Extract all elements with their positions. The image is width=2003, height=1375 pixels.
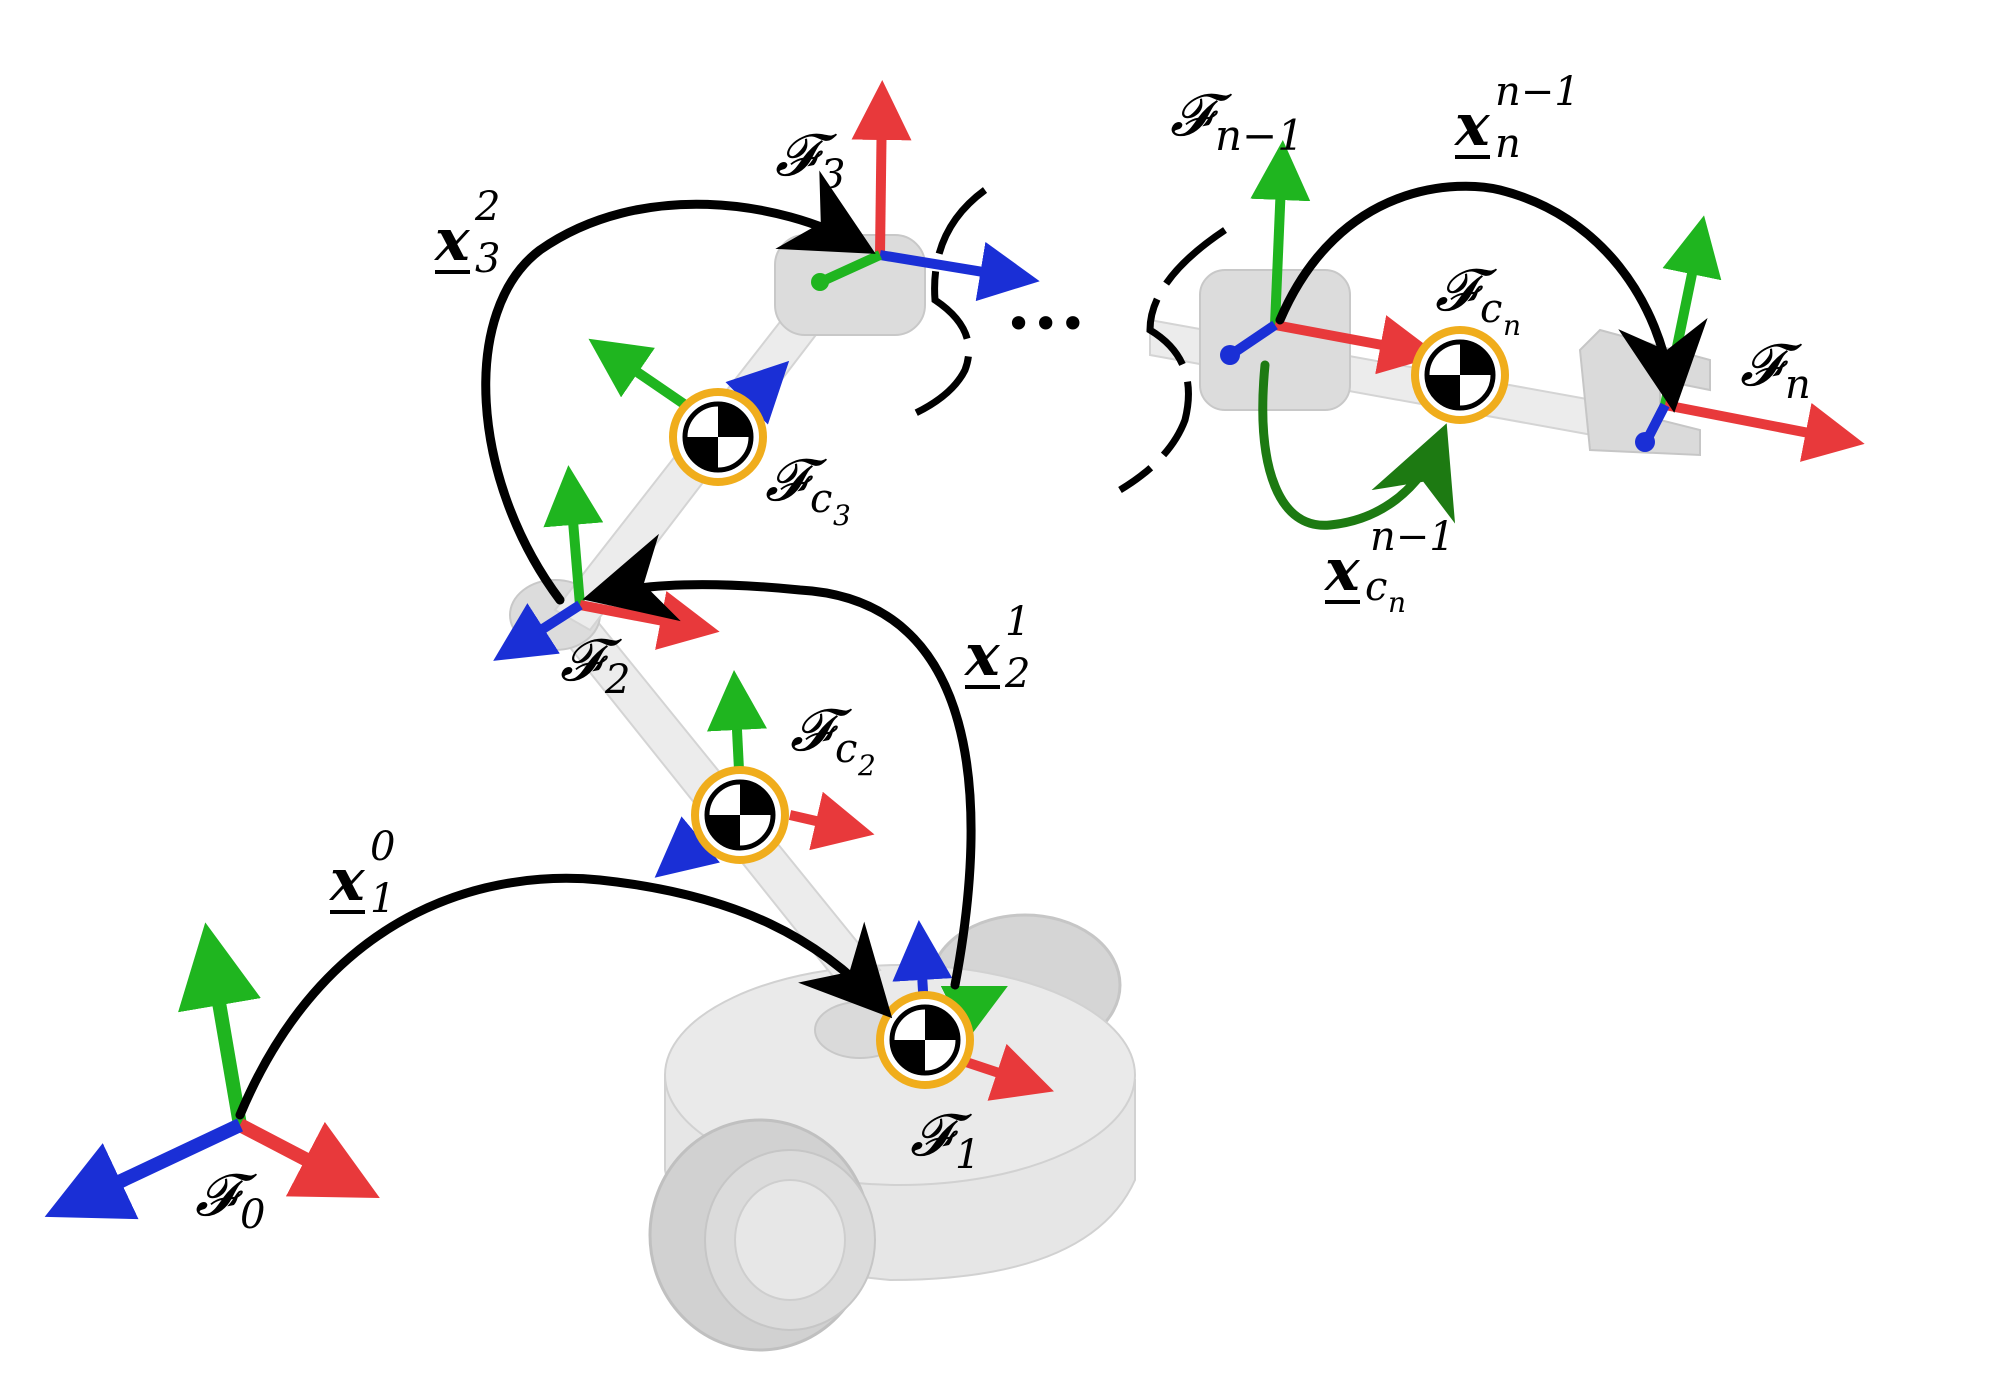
svg-text:n−1: n−1 <box>1215 111 1304 160</box>
svg-text:n−1: n−1 <box>1495 69 1580 115</box>
svg-text:c: c <box>835 726 857 772</box>
svg-text:c: c <box>1365 564 1387 610</box>
svg-text:2: 2 <box>857 749 876 782</box>
svg-text:0: 0 <box>240 1192 265 1238</box>
label-xnn1: x n n−1 <box>1453 69 1580 167</box>
transform-arrow-x21 <box>582 533 976 990</box>
svg-text:n: n <box>1503 309 1521 342</box>
chain-cut-marks <box>898 187 1227 494</box>
label-fn: 𝓕 n <box>1740 331 1811 408</box>
svg-text:3: 3 <box>475 236 500 282</box>
svg-text:x: x <box>433 206 471 274</box>
label-f2: 𝓕 2 <box>560 626 630 703</box>
label-x32: x 3 2 <box>433 184 500 282</box>
svg-text:n: n <box>1785 362 1811 408</box>
label-xcn: x c n n−1 <box>1323 514 1455 619</box>
svg-text:n−1: n−1 <box>1370 514 1455 560</box>
svg-text:1: 1 <box>1005 599 1030 645</box>
mobile-base <box>648 913 1136 1352</box>
transform-arrow-xcn <box>1258 360 1456 530</box>
svg-text:n: n <box>1495 121 1521 167</box>
label-f3: 𝓕 3 <box>775 121 845 198</box>
frame-f0-axes <box>44 922 380 1220</box>
frame-fn1-axes <box>1220 140 1440 375</box>
label-fc2: 𝓕 c 2 <box>790 696 876 782</box>
label-f0: 𝓕 0 <box>195 1161 265 1238</box>
svg-text:1: 1 <box>370 876 395 922</box>
com-marker-fc3 <box>669 388 767 486</box>
svg-text:3: 3 <box>833 499 851 532</box>
com-marker-f1 <box>876 991 974 1089</box>
svg-text:c: c <box>1480 286 1502 332</box>
svg-text:x: x <box>1323 536 1361 604</box>
label-x10: x 1 0 <box>328 824 395 922</box>
svg-text:0: 0 <box>370 824 395 870</box>
transform-arrow-x10 <box>235 873 893 1120</box>
svg-text:2: 2 <box>474 184 500 230</box>
transform-arrow-xnn1 <box>1275 181 1708 413</box>
label-x21: x 2 1 <box>963 599 1030 697</box>
svg-text:1: 1 <box>955 1132 980 1178</box>
label-fc3: 𝓕 c 3 <box>765 446 851 532</box>
svg-text:3: 3 <box>820 152 845 198</box>
svg-text:n: n <box>1388 586 1406 619</box>
svg-text:x: x <box>328 846 366 914</box>
com-marker-fcn <box>1411 326 1509 424</box>
svg-text:x: x <box>963 621 1001 689</box>
chain-ellipsis: ••• <box>1005 297 1086 351</box>
svg-text:x: x <box>1453 91 1491 159</box>
com-marker-fc2 <box>691 766 789 864</box>
label-fn1: 𝓕 n−1 <box>1170 81 1304 160</box>
frame-f3-axes <box>811 80 1040 302</box>
svg-text:2: 2 <box>1004 651 1030 697</box>
arm-links <box>509 234 1711 987</box>
svg-text:c: c <box>810 476 832 522</box>
transform-arrow-x32 <box>481 170 876 605</box>
svg-text:2: 2 <box>604 657 630 703</box>
